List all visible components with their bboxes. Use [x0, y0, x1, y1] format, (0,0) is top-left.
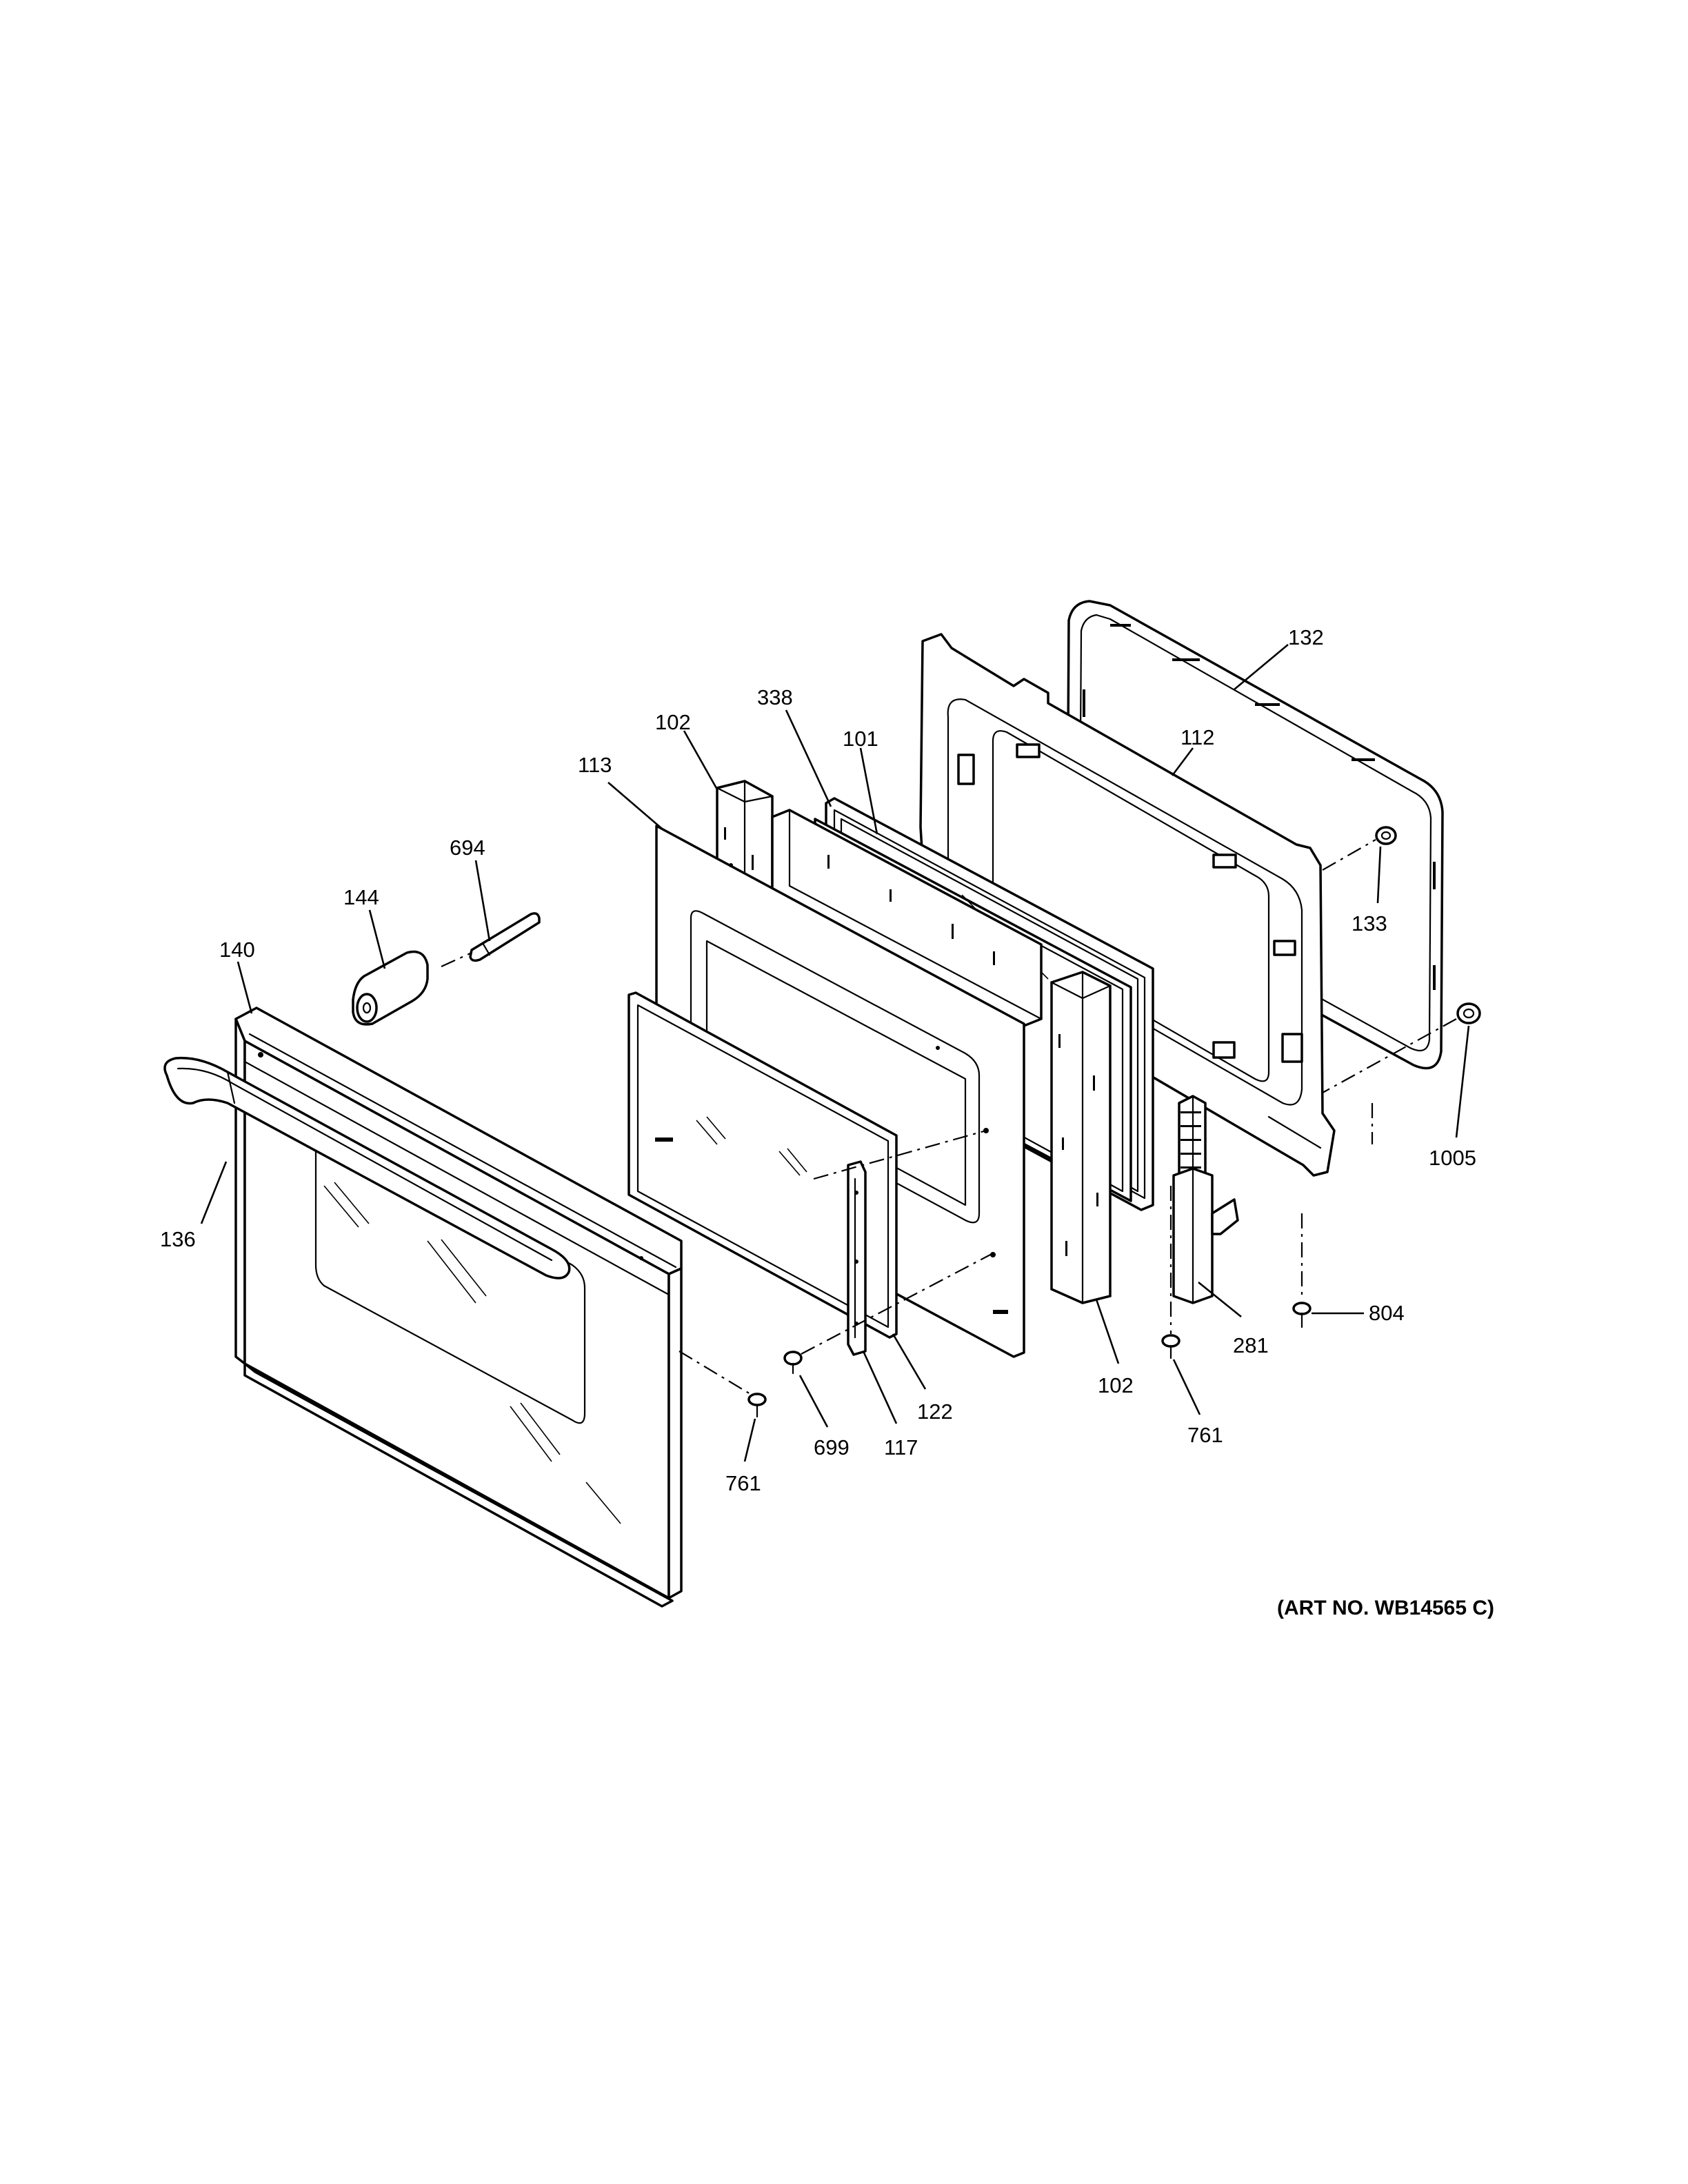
callout-102-bottom: 102: [1098, 1373, 1134, 1397]
art-number: (ART NO. WB14565 C): [1277, 1597, 1494, 1619]
callout-699: 699: [814, 1435, 850, 1459]
screw-761-left[interactable]: [747, 1393, 767, 1418]
callout-281: 281: [1233, 1333, 1269, 1357]
callout-labels: 132 112 133 338 101 102 113 694 144 140 …: [160, 625, 1476, 1495]
callout-112: 112: [1180, 725, 1214, 749]
callout-338: 338: [757, 685, 793, 709]
callout-122: 122: [917, 1399, 953, 1424]
screw-133[interactable]: [1375, 826, 1397, 845]
screw-804[interactable]: [1292, 1302, 1312, 1328]
door-handle-136[interactable]: [163, 1056, 571, 1280]
roller-144[interactable]: [352, 950, 429, 1026]
screw-699[interactable]: [783, 1351, 803, 1375]
bracket-117[interactable]: [847, 1160, 867, 1356]
callout-136: 136: [160, 1227, 196, 1251]
callout-133: 133: [1352, 911, 1387, 936]
pin-694[interactable]: [469, 912, 541, 962]
leader-lines: [200, 644, 1470, 1462]
screw-761-right[interactable]: [1161, 1334, 1180, 1359]
callout-117: 117: [884, 1435, 918, 1459]
hinge-281[interactable]: [1172, 1095, 1239, 1304]
callout-144: 144: [343, 885, 379, 909]
glass-panel-122[interactable]: [627, 991, 898, 1339]
callout-804: 804: [1369, 1301, 1405, 1325]
callout-694: 694: [450, 836, 485, 860]
callout-761-left: 761: [725, 1471, 761, 1495]
callout-132: 132: [1288, 625, 1324, 649]
callout-761-right: 761: [1187, 1423, 1223, 1447]
callout-1005: 1005: [1429, 1146, 1476, 1170]
callout-140: 140: [219, 938, 255, 962]
outer-door-panel-140[interactable]: [234, 1007, 683, 1608]
screw-1005[interactable]: [1456, 1002, 1481, 1024]
insulation-102-bottom[interactable]: [1050, 971, 1112, 1304]
callout-102-top: 102: [655, 710, 691, 734]
callout-101: 101: [843, 727, 878, 751]
callout-113: 113: [578, 753, 612, 777]
